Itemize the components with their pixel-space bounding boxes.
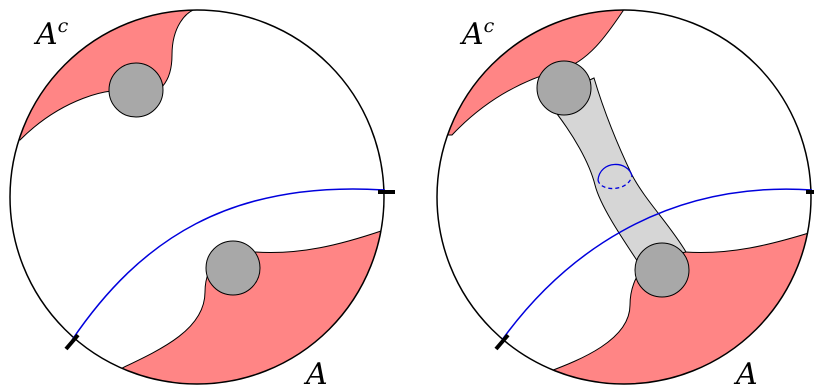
left-geodesic-tick-left: [64, 333, 80, 351]
right-label-complement: A: [459, 17, 484, 52]
right-panel: Ac A: [436, 9, 814, 389]
right-boundary-circle: [436, 9, 812, 385]
left-label-region: A: [303, 357, 328, 389]
left-boundary-circle: [9, 9, 385, 385]
left-panel: Ac A: [9, 9, 395, 389]
left-label-complement-sup: c: [58, 15, 69, 37]
right-throat-back: [597, 175, 633, 190]
right-geodesic-tick-left: [494, 333, 510, 351]
right-top-disk: [536, 60, 592, 116]
left-label-complement: A: [33, 17, 58, 52]
svg-text:Ac: Ac: [33, 15, 69, 52]
left-geodesic: [71, 188, 386, 341]
right-geodesic: [501, 188, 813, 341]
right-bottom-disk: [634, 242, 690, 298]
left-top-disk: [108, 62, 164, 118]
left-region-A: [116, 229, 384, 384]
left-bottom-disk: [205, 240, 261, 296]
left-complement-region: [10, 10, 201, 141]
svg-text:Ac: Ac: [459, 15, 495, 52]
right-throat-front: [597, 163, 633, 181]
right-label-complement-sup: c: [484, 15, 495, 37]
right-label-region: A: [733, 357, 758, 389]
